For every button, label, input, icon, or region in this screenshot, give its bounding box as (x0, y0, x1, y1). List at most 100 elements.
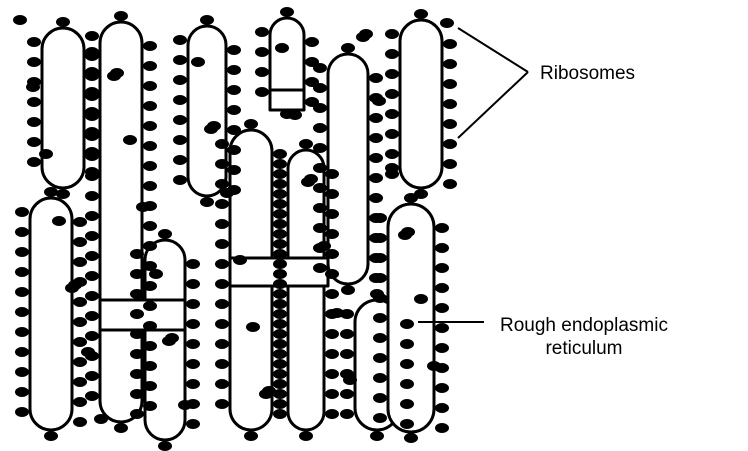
ribosome (385, 163, 399, 173)
ribosome (186, 339, 200, 349)
ribosome (400, 359, 414, 369)
ribosome (255, 27, 269, 37)
ribosome (273, 179, 287, 189)
ribosome (443, 39, 457, 49)
ribosome (325, 389, 339, 399)
ribosome (191, 57, 205, 67)
ribosome (227, 85, 241, 95)
ribosome (385, 89, 399, 99)
ribosome (325, 409, 339, 419)
ribosome (369, 193, 383, 203)
ribosome (273, 239, 287, 249)
ribosome (299, 431, 313, 441)
ribosome (273, 189, 287, 199)
ribosome (186, 359, 200, 369)
ribosome (215, 319, 229, 329)
ribosome (130, 329, 144, 339)
ribosome (273, 149, 287, 159)
ribosome (369, 73, 383, 83)
ribosome (325, 269, 339, 279)
ribosome (27, 117, 41, 127)
ribosome (400, 419, 414, 429)
ribosome-leader-line-lower (458, 72, 528, 138)
ribosome (15, 387, 29, 397)
ribosome (373, 393, 387, 403)
ribosome (215, 279, 229, 289)
ribosome (414, 294, 428, 304)
ribosome (275, 43, 289, 53)
ribosome (186, 319, 200, 329)
ribosome (158, 441, 172, 451)
ribosome (173, 55, 187, 65)
ribosome (85, 231, 99, 241)
ribosome (173, 115, 187, 125)
ribosome (143, 361, 157, 371)
ribosome (15, 407, 29, 417)
ribosome (373, 273, 387, 283)
ribosome (414, 9, 428, 19)
ribosome (186, 259, 200, 269)
ribosome (435, 343, 449, 353)
ribosome (435, 223, 449, 233)
ribosome (341, 285, 355, 295)
ribosome (244, 431, 258, 441)
ribosome (273, 339, 287, 349)
ribosome (215, 239, 229, 249)
ribosome (435, 283, 449, 293)
ribosome (273, 229, 287, 239)
ribosome (273, 249, 287, 259)
ribosome (85, 311, 99, 321)
ribosome (325, 349, 339, 359)
ribosome (215, 299, 229, 309)
ribosome (443, 179, 457, 189)
ribosome (313, 123, 327, 133)
ribosome (186, 379, 200, 389)
ribosome (130, 269, 144, 279)
er-cisterna (42, 28, 84, 188)
ribosome (273, 279, 287, 289)
ribosome (427, 361, 441, 371)
ribosome (373, 313, 387, 323)
ribosome (130, 409, 144, 419)
ribosome (299, 139, 313, 149)
ribosome (400, 399, 414, 409)
rough-er-label: Rough endoplasmic reticulum (500, 314, 668, 360)
rough-er-label-line2: reticulum (500, 337, 668, 360)
ribosome (246, 322, 260, 332)
ribosome (15, 227, 29, 237)
ribosome (273, 399, 287, 409)
ribosome (340, 329, 354, 339)
ribosome (13, 15, 27, 25)
ribosome (227, 105, 241, 115)
ribosome (273, 199, 287, 209)
ribosome (143, 181, 157, 191)
ribosome (85, 211, 99, 221)
ribosome (340, 349, 354, 359)
ribosome (440, 18, 454, 28)
ribosome (443, 159, 457, 169)
ribosome (186, 299, 200, 309)
ribosome (325, 229, 339, 239)
ribosome (313, 143, 327, 153)
ribosome (288, 110, 302, 120)
ribosome (173, 155, 187, 165)
ribosome (143, 141, 157, 151)
ribosome (435, 243, 449, 253)
ribosome (273, 259, 287, 269)
ribosome (114, 11, 128, 21)
ribosome (313, 203, 327, 213)
ribosome (227, 145, 241, 155)
ribosome (385, 69, 399, 79)
ribosome (27, 97, 41, 107)
ribosome (373, 373, 387, 383)
ribosome (56, 17, 70, 27)
ribosome (15, 207, 29, 217)
ribosome (400, 319, 414, 329)
ribosome (273, 169, 287, 179)
ribosome (215, 359, 229, 369)
ribosome (443, 119, 457, 129)
ribosome (162, 336, 176, 346)
ribosome (85, 291, 99, 301)
er-cisterna (100, 22, 142, 422)
ribosome (56, 189, 70, 199)
